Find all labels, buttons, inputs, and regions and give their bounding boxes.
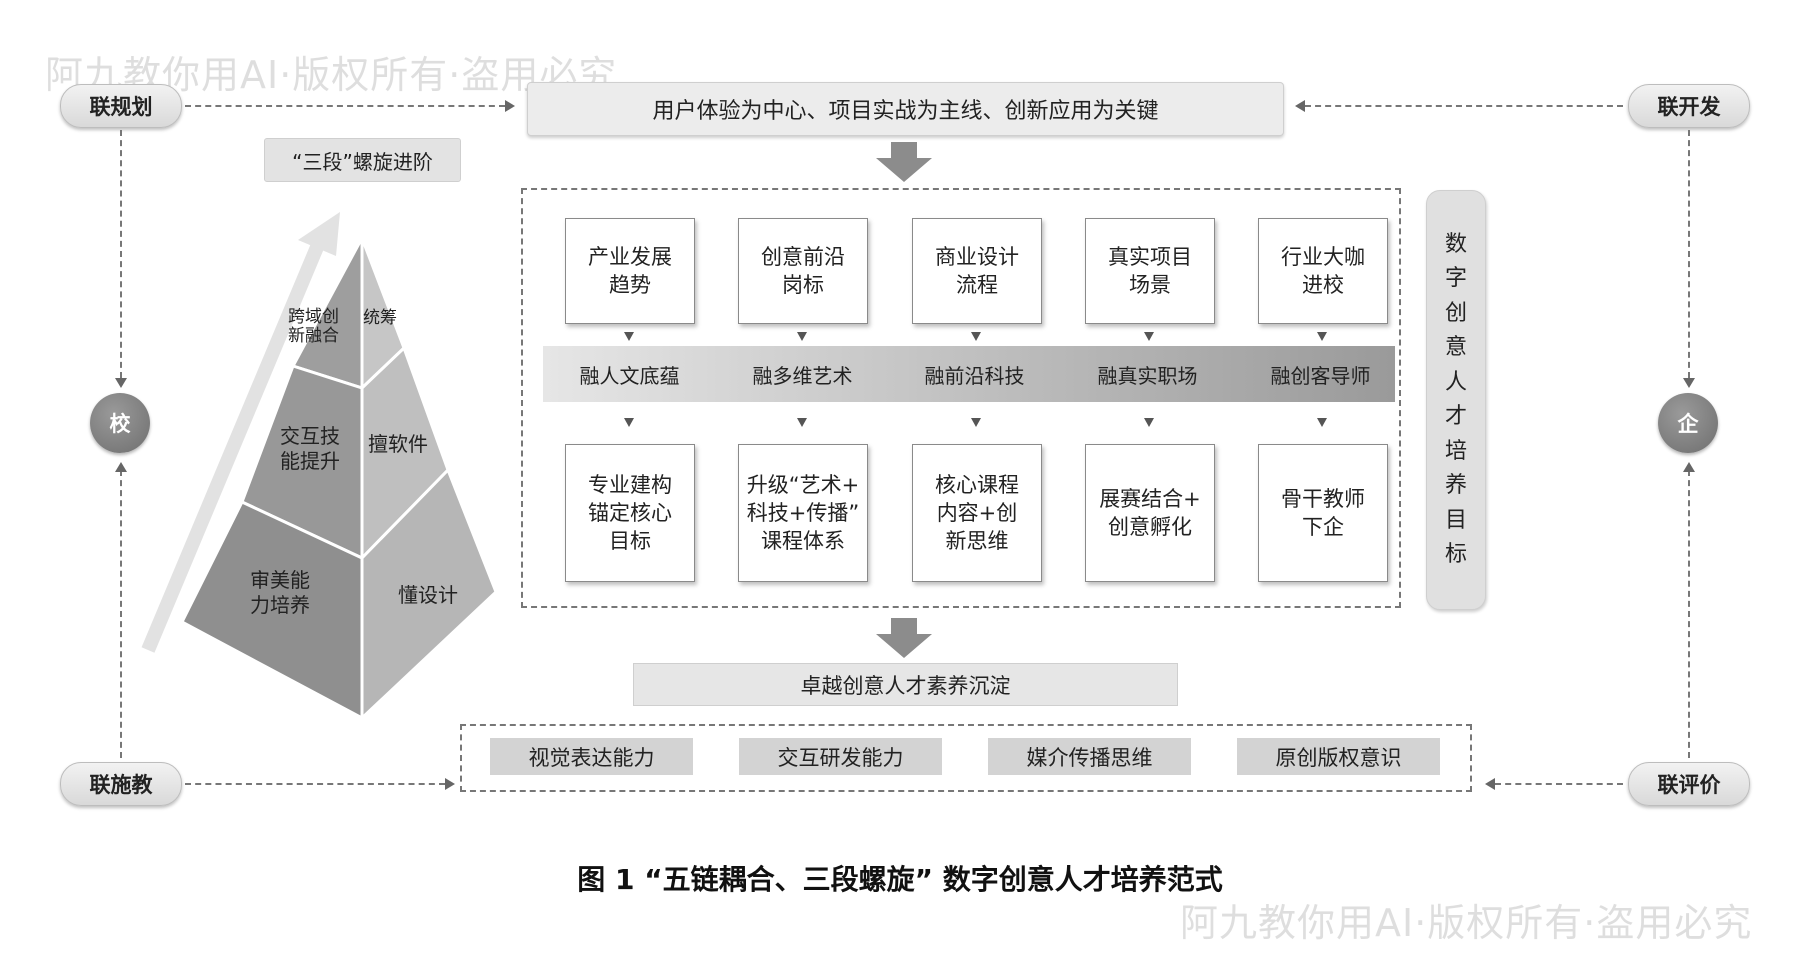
talent-goal-side-label: 数字创意人才培养目标 [1426, 190, 1486, 610]
bottom-box-teacher-enterprise: 骨干教师 下企 [1258, 444, 1388, 582]
pyramid-label-cross-domain: 跨域创 新融合 [288, 307, 339, 346]
bottom-box-core-goal: 专业建构 锚定核心 目标 [565, 444, 695, 582]
arrow-down-icon [1317, 418, 1327, 427]
top-banner-text: 用户体验为中心、项目实战为主线、创新应用为关键 [652, 99, 1159, 124]
enterprise-node: 企 [1658, 393, 1718, 453]
top-box-creative-post-standard: 创意前沿 岗标 [738, 218, 868, 324]
connector-teaching-to-abilities [185, 783, 445, 785]
arrow-down-icon [971, 332, 981, 341]
abilities-frame [460, 724, 1472, 792]
connector-planning-to-school [120, 130, 122, 378]
arrow-left-icon [1485, 778, 1495, 790]
pyramid-bottom-right [360, 467, 498, 722]
down-arrow-icon [876, 618, 932, 658]
ability-media-communication: 媒介传播思维 [988, 738, 1191, 775]
spiral-label-box: “三段”螺旋进阶 [264, 138, 461, 182]
pyramid-label-coordination: 统筹 [363, 308, 397, 328]
connector-planning-to-banner [185, 105, 505, 107]
talent-goal-side-text: 数字创意人才培养目标 [1444, 231, 1467, 568]
spiral-label-text: “三段”螺旋进阶 [292, 149, 433, 174]
link-evaluation-pill: 联评价 [1628, 762, 1750, 806]
connector-development-to-enterprise [1688, 130, 1690, 378]
top-box-business-design-process: 商业设计 流程 [912, 218, 1042, 324]
connector-evaluation-to-enterprise [1688, 470, 1690, 758]
link-teaching-pill: 联施教 [60, 762, 182, 806]
ability-copyright-awareness: 原创版权意识 [1237, 738, 1440, 775]
connector-teaching-to-school [120, 470, 122, 758]
watermark-bottom: 阿九教你用AI·版权所有·盗用必究 [1180, 901, 1753, 945]
arrow-right-icon [505, 100, 515, 112]
arrow-up-icon [115, 462, 127, 472]
connector-development-to-banner [1305, 105, 1623, 107]
band-item-frontier-tech: 融前沿科技 [924, 363, 1025, 388]
result-box-text: 卓越创意人才素养沉淀 [800, 673, 1011, 698]
pyramid-label-design: 懂设计 [398, 583, 458, 607]
top-banner: 用户体验为中心、项目实战为主线、创新应用为关键 [527, 82, 1284, 136]
bottom-box-curriculum-upgrade: 升级“艺术+ 科技+传播” 课程体系 [738, 444, 868, 582]
arrow-left-icon [1295, 100, 1305, 112]
arrow-down-icon [1144, 332, 1154, 341]
band-item-real-workplace: 融真实职场 [1097, 363, 1198, 388]
arrow-up-icon [1683, 462, 1695, 472]
figure-caption: 图 1 “五链耦合、三段螺旋” 数字创意人才培养范式 [577, 863, 1223, 896]
top-box-industry-trend: 产业发展 趋势 [565, 218, 695, 324]
integration-band [543, 346, 1395, 402]
pyramid-label-interaction-skill: 交互技 能提升 [280, 424, 340, 473]
band-item-humanities: 融人文底蕴 [579, 363, 680, 388]
five-chain-frame [521, 188, 1401, 608]
arrow-down-icon [1683, 378, 1695, 388]
bottom-box-competition-incubation: 展赛结合+ 创意孵化 [1085, 444, 1215, 582]
arrow-down-icon [115, 378, 127, 388]
connector-evaluation-to-abilities [1495, 783, 1623, 785]
arrow-down-icon [1317, 332, 1327, 341]
down-arrow-icon [876, 142, 932, 182]
top-box-industry-expert: 行业大咖 进校 [1258, 218, 1388, 324]
pyramid-diagram [141, 212, 498, 722]
top-box-real-project-scene: 真实项目 场景 [1085, 218, 1215, 324]
ability-visual-expression: 视觉表达能力 [490, 738, 693, 775]
band-item-maker-mentor: 融创客导师 [1270, 363, 1371, 388]
arrow-down-icon [797, 332, 807, 341]
school-node: 校 [90, 393, 150, 453]
link-development-pill: 联开发 [1628, 84, 1750, 128]
rising-arrow-shaft [141, 237, 327, 653]
pyramid-label-aesthetic: 审美能 力培养 [250, 568, 310, 617]
arrow-down-icon [971, 418, 981, 427]
arrow-down-icon [624, 332, 634, 341]
pyramid-label-software: 擅软件 [368, 432, 428, 456]
arrow-right-icon [445, 778, 455, 790]
link-planning-pill: 联规划 [60, 84, 182, 128]
bottom-box-core-course: 核心课程 内容+创 新思维 [912, 444, 1042, 582]
ability-interaction-rd: 交互研发能力 [739, 738, 942, 775]
band-item-multi-art: 融多维艺术 [752, 363, 853, 388]
arrow-down-icon [797, 418, 807, 427]
result-box: 卓越创意人才素养沉淀 [633, 663, 1178, 706]
arrow-down-icon [1144, 418, 1154, 427]
arrow-down-icon [624, 418, 634, 427]
rising-arrow-head [298, 212, 340, 256]
